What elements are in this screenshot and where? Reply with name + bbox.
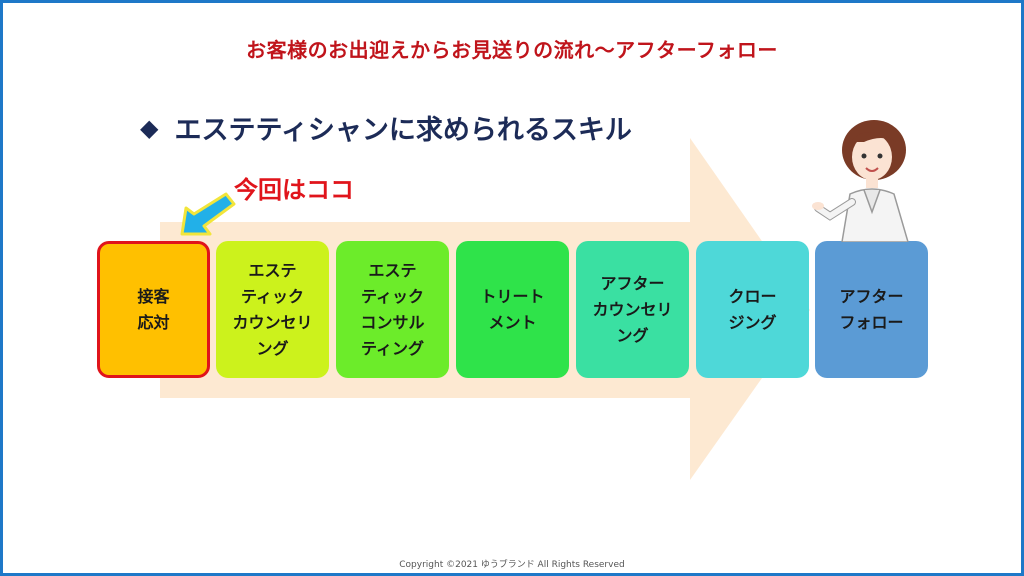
diamond-bullet-icon: ◆ [140,113,159,142]
flow-step-7: アフター フォロー [815,241,928,378]
copyright-footer: Copyright ©2021 ゆうブランド All Rights Reserv… [399,560,625,570]
flow-step-1: 接客 応対 [97,241,210,378]
pointer-arrow-icon [180,192,236,236]
flow-step-6: クロー ジング [696,241,809,378]
flow-step-3: エステ ティック コンサル ティング [336,241,449,378]
flow-step-label: アフター カウンセリ ング [592,273,673,345]
flow-step-2: エステ ティック カウンセリ ング [216,241,329,378]
flow-step-5: アフター カウンセリ ング [576,241,689,378]
flow-step-label: クロー ジング [728,286,777,332]
current-step-label: 今回はココ [234,176,354,204]
flow-step-label: エステ ティック カウンセリ ング [232,260,313,358]
section-heading: ◆ エステティシャンに求められるスキル [140,108,632,147]
flow-step-label: エステ ティック コンサル ティング [360,260,425,358]
flow-step-4: トリート メント [456,241,569,378]
slide-title: お客様のお出迎えからお見送りの流れ〜アフターフォロー [246,38,778,62]
flow-step-label: アフター フォロー [839,286,904,332]
flow-step-label: 接客 応対 [137,286,170,332]
section-heading-text: エステティシャンに求められるスキル [174,115,632,146]
flow-step-label: トリート メント [480,286,545,332]
esthetician-illustration [812,120,909,242]
